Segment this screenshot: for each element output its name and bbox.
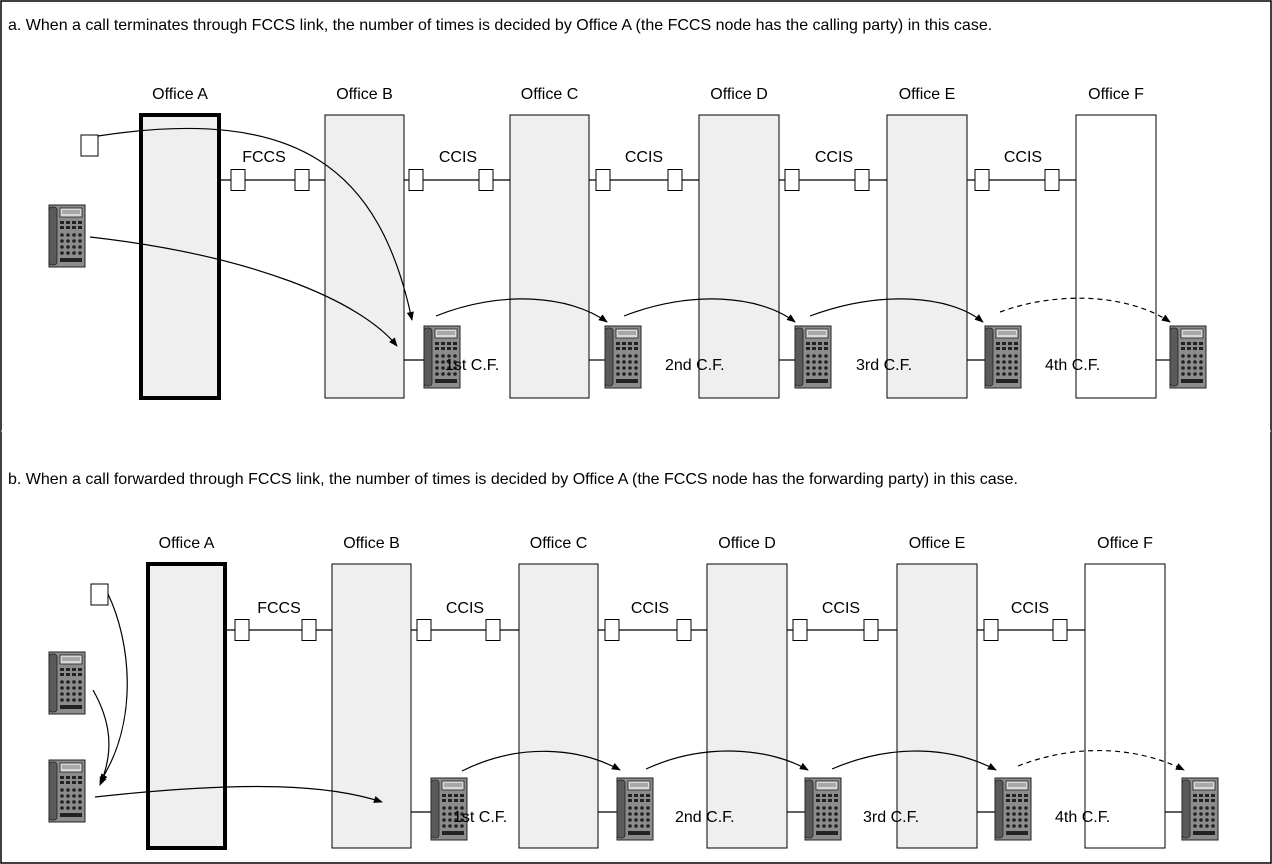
trunk-card-icon <box>785 170 799 191</box>
office-label-a: Office A <box>152 86 208 103</box>
call-forward-label-2: 2nd C.F. <box>675 809 735 826</box>
call-arrow <box>100 594 127 782</box>
office-label-e: Office E <box>899 86 956 103</box>
link-label: CCIS <box>446 600 484 617</box>
terminal-icon <box>81 135 98 156</box>
office-label-e: Office E <box>909 535 966 552</box>
call-forward-label-1: 1st C.F. <box>445 357 499 374</box>
telephone-icon <box>49 205 85 267</box>
trunk-card-icon <box>855 170 869 191</box>
section-a-diagram: Office A Office B Office C Office D Office E… <box>49 86 1206 398</box>
telephone-icon <box>617 778 653 840</box>
trunk-card-icon <box>486 620 500 641</box>
link-label: CCIS <box>822 600 860 617</box>
trunk-card-icon <box>596 170 610 191</box>
call-forward-label-4: 4th C.F. <box>1055 809 1110 826</box>
trunk-card-icon <box>235 620 249 641</box>
office-box-c <box>510 115 589 398</box>
office-label-c: Office C <box>521 86 579 103</box>
office-label-f: Office F <box>1088 86 1144 103</box>
office-label-d: Office D <box>718 535 776 552</box>
call-forward-label-1: 1st C.F. <box>453 809 507 826</box>
office-box-a <box>148 564 225 848</box>
link-label: CCIS <box>631 600 669 617</box>
office-box-b <box>325 115 404 398</box>
telephone-icon <box>49 760 85 822</box>
trunk-card-icon <box>975 170 989 191</box>
trunk-card-icon <box>605 620 619 641</box>
terminal-icon <box>91 584 108 605</box>
link-label: FCCS <box>257 600 301 617</box>
section-a-caption: a. When a call terminates through FCCS l… <box>8 13 1258 38</box>
office-label-b: Office B <box>336 86 393 103</box>
office-box-e <box>887 115 967 398</box>
link-label: CCIS <box>625 149 663 166</box>
link-label: CCIS <box>439 149 477 166</box>
link-label: CCIS <box>1004 149 1042 166</box>
trunk-card-icon <box>1045 170 1059 191</box>
telephone-icon <box>795 326 831 388</box>
office-box-f <box>1085 564 1165 848</box>
telephone-icon <box>995 778 1031 840</box>
telephone-icon <box>805 778 841 840</box>
office-label-f: Office F <box>1097 535 1153 552</box>
office-box-d <box>699 115 779 398</box>
section-b-diagram: Office A Office B Office C Office D Office E… <box>49 535 1218 848</box>
office-label-a: Office A <box>159 535 215 552</box>
call-forward-label-3: 3rd C.F. <box>863 809 919 826</box>
section-b-caption: b. When a call forwarded through FCCS li… <box>8 467 1258 492</box>
trunk-card-icon <box>409 170 423 191</box>
trunk-card-icon <box>864 620 878 641</box>
link-label: FCCS <box>242 149 286 166</box>
trunk-card-icon <box>668 170 682 191</box>
trunk-card-icon <box>1053 620 1067 641</box>
trunk-card-icon <box>417 620 431 641</box>
call-forward-label-2: 2nd C.F. <box>665 357 725 374</box>
trunk-card-icon <box>302 620 316 641</box>
telephone-icon <box>985 326 1021 388</box>
telephone-icon <box>1182 778 1218 840</box>
office-box-d <box>707 564 787 848</box>
office-label-d: Office D <box>710 86 768 103</box>
trunk-card-icon <box>479 170 493 191</box>
telephone-icon <box>1170 326 1206 388</box>
link-label: CCIS <box>1011 600 1049 617</box>
office-box-c <box>519 564 598 848</box>
trunk-card-icon <box>984 620 998 641</box>
telephone-icon <box>49 652 85 714</box>
trunk-card-icon <box>295 170 309 191</box>
trunk-card-icon <box>231 170 245 191</box>
office-label-b: Office B <box>343 535 400 552</box>
office-box-f <box>1076 115 1156 398</box>
link-label: CCIS <box>815 149 853 166</box>
office-label-c: Office C <box>530 535 588 552</box>
trunk-card-icon <box>793 620 807 641</box>
office-box-e <box>897 564 977 848</box>
trunk-card-icon <box>677 620 691 641</box>
call-forward-label-3: 3rd C.F. <box>856 357 912 374</box>
office-box-b <box>332 564 411 848</box>
telephone-icon <box>605 326 641 388</box>
call-forward-label-4: 4th C.F. <box>1045 357 1100 374</box>
